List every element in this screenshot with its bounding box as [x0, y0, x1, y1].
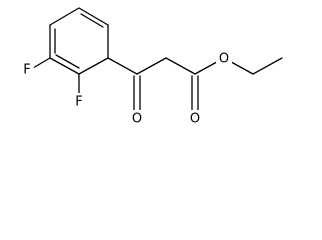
label-backdrop — [20, 61, 34, 77]
ring-bond-2 — [78, 7, 109, 26]
atom-ketone-oxygen: O — [129, 110, 145, 127]
fluorine-label: F — [23, 63, 30, 78]
ring-bond-1 — [49, 7, 80, 26]
label-backdrop — [72, 93, 86, 109]
molecule-structure: F F O O O — [20, 7, 283, 127]
bond-group — [32, 7, 283, 113]
atom-ester-ether-oxygen: O — [216, 50, 232, 67]
fluorine-label: F — [75, 95, 82, 110]
ring-bond-4 — [78, 57, 109, 75]
ring-double-bond-inner-1 — [80, 13, 104, 28]
bond-ch2-to-ester-carbon — [165, 57, 196, 75]
ring-bond-5 — [49, 57, 80, 75]
label-backdrop — [216, 50, 232, 67]
oxygen-label: O — [132, 112, 142, 127]
oxygen-label: O — [190, 112, 200, 127]
oxygen-label: O — [219, 52, 229, 67]
bond-ring-to-fluorine-meta — [32, 57, 51, 69]
atom-fluorine-ortho: F — [72, 93, 86, 110]
atom-fluorine-meta: F — [20, 61, 34, 78]
bond-ring-to-ketone-carbon — [107, 57, 138, 75]
label-backdrop — [129, 110, 145, 127]
bond-ketone-carbon-to-ch2 — [136, 57, 167, 75]
bond-ethyl-ch2-to-ch3 — [252, 57, 283, 75]
ring-double-bond-inner-2 — [55, 54, 80, 69]
label-backdrop — [187, 110, 203, 127]
atom-ester-carbonyl-oxygen: O — [187, 110, 203, 127]
